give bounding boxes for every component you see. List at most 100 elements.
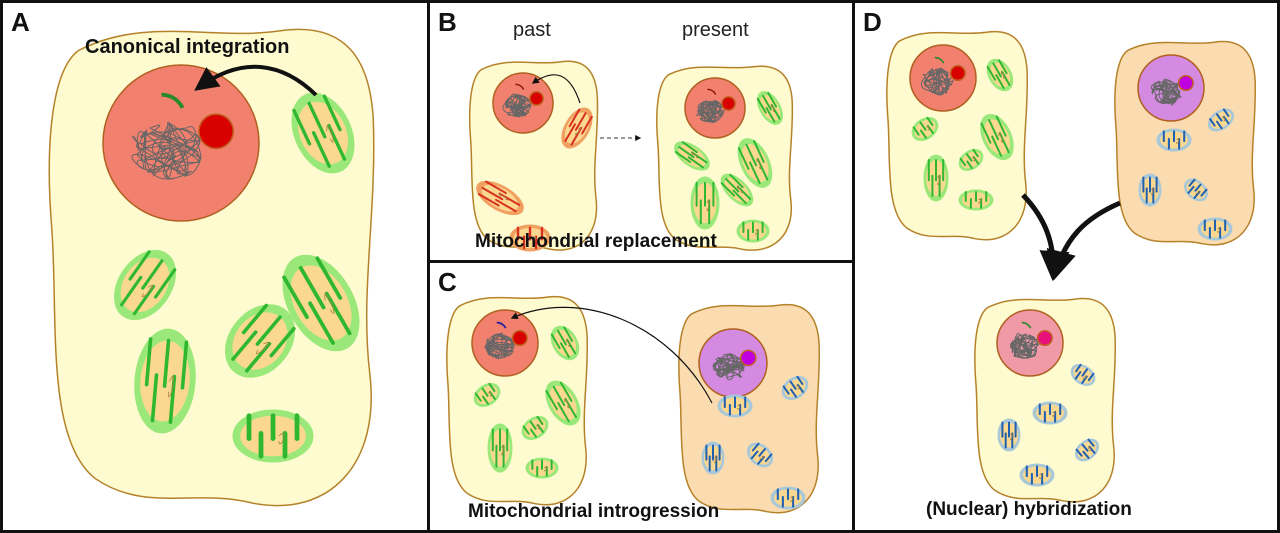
crista — [324, 291, 352, 336]
crista — [120, 275, 143, 307]
mitochondrion — [114, 249, 177, 321]
crista — [255, 315, 282, 346]
crista — [307, 101, 327, 139]
mtdna-loop — [926, 125, 930, 131]
crista — [1081, 443, 1089, 452]
mtdna-loop — [755, 229, 758, 235]
nucleus-recipient — [471, 309, 539, 377]
crista — [245, 341, 272, 373]
crista — [488, 382, 496, 393]
panel-c-illustration — [446, 295, 821, 514]
mitochondrion-parent-2 — [1183, 178, 1209, 202]
mtdna-loop — [498, 193, 509, 201]
crista — [678, 146, 695, 159]
mtdna-loop — [937, 175, 940, 186]
nucleolus — [721, 96, 736, 111]
crista — [687, 156, 705, 169]
crista — [767, 91, 778, 108]
crista — [552, 385, 566, 407]
panel-b-past-label: past — [513, 19, 551, 41]
mitochondrion — [282, 254, 360, 352]
crista — [959, 157, 967, 167]
crista — [756, 97, 767, 114]
panel-b-letter: B — [438, 7, 457, 37]
panel-a: A Canonical integration — [0, 0, 430, 533]
crista — [1187, 185, 1195, 194]
crista — [758, 448, 767, 457]
mtdna-loop — [736, 186, 743, 194]
crista — [782, 385, 790, 395]
panel-d-illustration — [886, 30, 1257, 503]
mtdna-loop — [1000, 71, 1005, 79]
chromatin — [1150, 77, 1182, 106]
crista — [311, 131, 331, 168]
mitochondrion-parent-1 — [958, 148, 984, 171]
crista — [563, 326, 574, 342]
mitochondrion-hybrid — [1070, 363, 1096, 386]
hybridization-arrow-right — [1046, 200, 1121, 281]
crista — [231, 330, 258, 361]
mtdna-loop — [972, 156, 976, 162]
crista — [761, 94, 772, 111]
nucleus-present — [684, 77, 746, 139]
crista — [980, 122, 992, 144]
mitochondrion-hybrid — [1019, 463, 1055, 487]
mitochondrion-parent-2 — [1138, 173, 1162, 207]
crista — [972, 148, 979, 158]
crista — [991, 135, 1003, 157]
crista — [481, 186, 504, 201]
panel-d-caption: (Nuclear) hybridization — [926, 499, 1132, 520]
crista — [529, 420, 537, 430]
crista — [926, 116, 934, 127]
chromatin — [131, 121, 202, 181]
mitochondrion-donor — [701, 441, 725, 475]
crista — [1209, 118, 1216, 127]
chromatin — [484, 332, 515, 360]
mtdna-loop — [759, 455, 764, 460]
nucleolus — [740, 349, 757, 367]
crista — [581, 115, 593, 135]
crista — [1215, 113, 1223, 122]
crista — [557, 402, 570, 423]
mtdna-loop — [488, 391, 492, 397]
crista — [522, 425, 530, 435]
mitochondrion-recipient — [487, 423, 513, 473]
mitochondrion-parent-2 — [1156, 128, 1192, 152]
mtdna-loop — [1052, 411, 1056, 417]
crista — [1087, 438, 1095, 447]
chromatin — [920, 67, 954, 96]
mitochondrion — [291, 92, 355, 174]
crista — [995, 115, 1007, 137]
crista — [132, 284, 156, 316]
crista — [789, 380, 797, 390]
crista — [750, 450, 759, 460]
introgression-arrow — [510, 306, 713, 404]
crista — [1087, 372, 1095, 382]
crista — [568, 108, 581, 128]
panel-a-letter: A — [11, 7, 30, 37]
mitochondrion-past — [561, 107, 593, 149]
panel-a-caption: Canonical integration — [85, 36, 290, 58]
mitochondrion-hybrid — [1032, 401, 1068, 425]
crista — [559, 381, 573, 402]
mitochondrion-present — [674, 141, 710, 171]
mtdna-loop — [544, 466, 547, 472]
crista — [751, 442, 760, 452]
mtdna-loop — [575, 127, 582, 136]
integrated-mtdna-segment — [496, 321, 507, 329]
crista — [474, 392, 482, 402]
mitochondrion-past — [476, 180, 524, 216]
integration-arrow — [531, 74, 581, 104]
panel-b-present-label: present — [682, 19, 749, 41]
nucleus-donor — [698, 328, 768, 398]
panel-c-caption: Mitochondrial introgression — [468, 501, 720, 522]
integrated-mtdna-segment — [934, 56, 945, 64]
mtdna-loop — [756, 158, 762, 170]
crista — [919, 121, 927, 131]
panel-c-letter: C — [438, 267, 457, 297]
crista — [1194, 183, 1202, 192]
integrated-mtdna-segment — [161, 92, 185, 109]
mtdna-loop — [796, 384, 800, 390]
mitochondrion-donor — [770, 486, 806, 510]
panel-b: B past present Mitochondrial replacement — [427, 0, 855, 263]
